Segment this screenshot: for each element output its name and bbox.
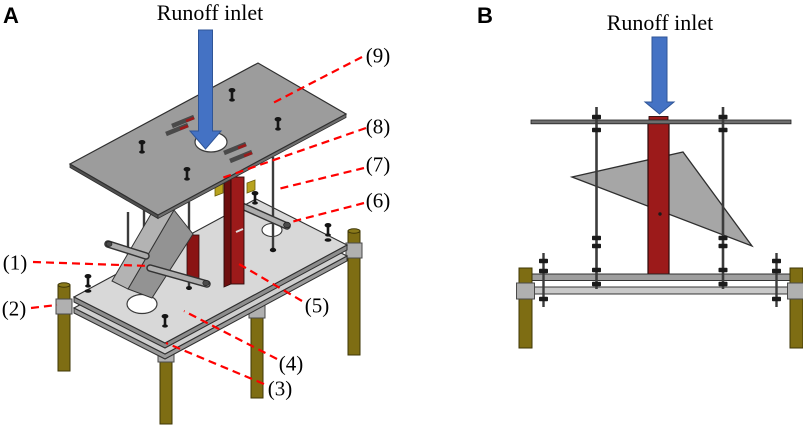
- callout-3: (3): [267, 376, 293, 401]
- panel-a-drawing: [30, 29, 367, 425]
- panel-b-letter: B: [477, 3, 493, 28]
- base-plate-bolts: [83, 189, 333, 329]
- leg-collars-b: [516, 282, 803, 300]
- red-divider-back: [186, 234, 200, 281]
- red-column: [214, 176, 256, 288]
- runoff-inlet-label-a: Runoff inlet: [156, 0, 264, 25]
- upper-base-plate-edge-b: [530, 273, 791, 281]
- support-legs-b: [516, 267, 803, 349]
- plate-slots: [165, 114, 253, 164]
- yellow-tabs: [214, 179, 256, 197]
- callout-2: (2): [1, 296, 27, 321]
- panel-a-letter: A: [3, 3, 19, 28]
- callout-5: (5): [304, 293, 330, 318]
- callout-8: (8): [365, 114, 391, 139]
- top-plate-edge-b: [530, 119, 792, 125]
- lower-base-plate-edge-b: [526, 286, 795, 295]
- leader-lines-a: [30, 56, 367, 386]
- runoff-arrow-a: [188, 29, 223, 150]
- callout-1: (1): [2, 250, 28, 275]
- callout-7: (7): [365, 152, 391, 177]
- tube-fittings-a: [104, 202, 291, 288]
- panel-b-drawing: [516, 36, 803, 349]
- red-column-side-view: [647, 116, 670, 276]
- threaded-rods-b: [592, 107, 728, 289]
- callout-4: (4): [278, 351, 304, 376]
- callout-6: (6): [365, 188, 391, 213]
- runoff-inlet-label-b: Runoff inlet: [606, 10, 714, 35]
- upper-base-plate: [72, 198, 349, 349]
- callout-9: (9): [365, 43, 391, 68]
- runoff-arrow-b: [643, 36, 676, 115]
- outer-bolts-b: [539, 253, 781, 307]
